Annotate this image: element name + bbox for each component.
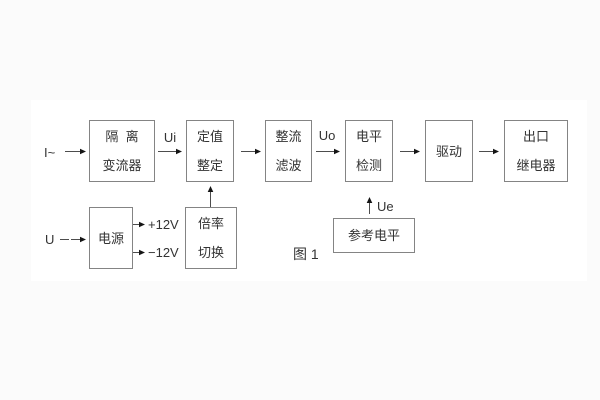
block-isolation-transformer: 隔 离 变流器 — [89, 120, 155, 182]
block-label: 定值 — [196, 129, 223, 144]
block-level-detect: 电平 检测 — [345, 120, 393, 182]
block-output-relay: 出口 继电器 — [504, 120, 568, 182]
block-reference-level: 参考电平 — [333, 218, 415, 253]
block-label: 隔 离 — [105, 129, 139, 144]
block-label: 整流 — [275, 129, 302, 144]
label-uo: Uo — [318, 128, 336, 143]
block-setpoint-setting: 定值 整定 — [186, 120, 234, 182]
label-ui: Ui — [163, 130, 177, 145]
label-minus-12v: −12V — [148, 245, 179, 260]
block-label: 切换 — [197, 245, 224, 260]
block-label: 出口 — [522, 129, 549, 144]
label-input-current: I~ — [44, 145, 56, 160]
block-label: 整定 — [196, 158, 223, 173]
block-power-supply: 电源 — [89, 207, 133, 269]
block-label: 继电器 — [516, 158, 556, 173]
block-rectifier-filter: 整流 滤波 — [265, 120, 312, 182]
label-ue: Ue — [377, 199, 394, 214]
block-label: 变流器 — [102, 158, 142, 173]
block-label: 检测 — [355, 158, 382, 173]
block-label: 倍率 — [197, 216, 224, 231]
block-label: 电源 — [97, 230, 124, 246]
block-drive: 驱动 — [425, 120, 473, 182]
block-label: 滤波 — [275, 158, 302, 173]
figure-caption: 图 1 — [293, 246, 319, 262]
block-label: 电平 — [355, 129, 382, 144]
label-input-voltage: U — [45, 232, 55, 247]
label-plus-12v: +12V — [148, 217, 179, 232]
block-label: 参考电平 — [347, 228, 400, 243]
block-ratio-switch: 倍率 切换 — [185, 207, 237, 269]
block-label: 驱动 — [435, 143, 462, 159]
